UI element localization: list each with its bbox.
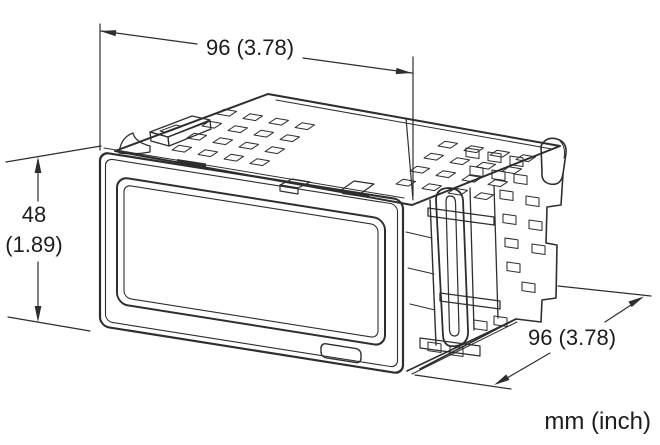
device-line-art xyxy=(98,93,567,375)
arrowhead-up-icon xyxy=(34,157,42,173)
depth-dimension-label: 96 (3.78) xyxy=(528,325,616,350)
arrowhead-right-icon xyxy=(395,67,412,75)
top-vent-slots xyxy=(171,108,536,201)
height-dimension-label-inch: (1.89) xyxy=(5,232,62,257)
bezel-label-slot xyxy=(320,343,362,364)
arrowhead-down-icon xyxy=(34,306,42,322)
mounting-latch-top-left xyxy=(118,115,212,155)
height-dimension-label-mm: 48 xyxy=(22,202,46,227)
dimension-lines xyxy=(5,23,652,390)
arrowhead-depth-far-icon xyxy=(628,296,644,308)
front-bezel xyxy=(98,152,405,374)
height-dimension xyxy=(5,145,102,332)
display-window xyxy=(116,177,386,346)
units-label: mm (inch) xyxy=(544,408,651,435)
dimension-arrowheads xyxy=(34,30,644,385)
arrowhead-left-icon xyxy=(100,30,117,37)
rear-terminal-block xyxy=(406,137,567,375)
bezel-top-clips xyxy=(279,178,375,195)
dimension-labels: 96 (3.78) 48 (1.89) 96 (3.78) mm (inch) xyxy=(5,35,651,435)
filled-details xyxy=(177,159,369,198)
bezel-rear-edge xyxy=(103,147,405,199)
arrowhead-depth-near-icon xyxy=(494,374,510,385)
width-dimension-label: 96 (3.78) xyxy=(206,35,294,60)
bezel-top-tab-2 xyxy=(342,190,369,198)
depth-dimension xyxy=(414,285,652,390)
width-dimension xyxy=(99,23,414,197)
body-top-face xyxy=(114,93,561,206)
mounting-clip-lever xyxy=(405,187,469,348)
bezel-top-tab xyxy=(177,159,206,168)
